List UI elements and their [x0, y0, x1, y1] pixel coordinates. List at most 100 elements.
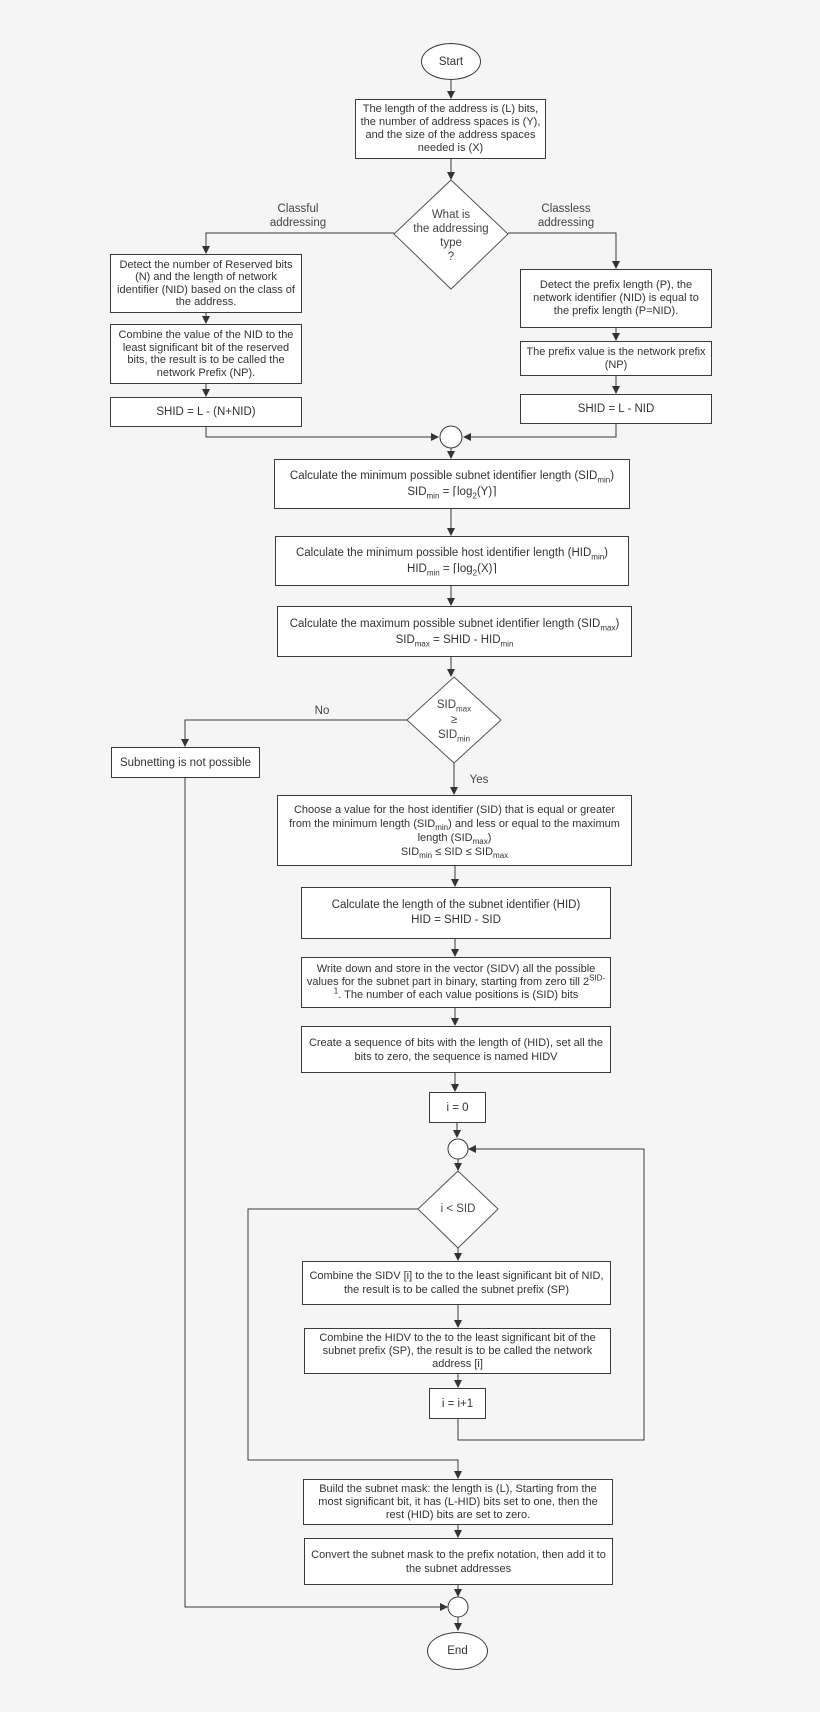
calc-hid-text: Calculate the length of the subnet ident…	[332, 898, 581, 928]
classless-prefix-box: The prefix value is the network prefix (…	[520, 341, 712, 376]
calc-sid-min-f1: SID	[407, 486, 427, 498]
calc-sid-max-text: Calculate the maximum possible subnet id…	[290, 616, 620, 648]
calc-sid-max-t1: Calculate the maximum possible subnet id…	[289, 617, 601, 630]
classless-detect-text: Detect the prefix length (P), the networ…	[533, 279, 699, 317]
calc-sid-min-text: Calculate the minimum possible subnet id…	[290, 468, 614, 500]
merge-connector-2	[447, 1596, 469, 1618]
decision-type-line2: the addressing	[413, 223, 489, 235]
calc-sid-max-sub: max	[600, 622, 616, 632]
classless-detect-box: Detect the prefix length (P), the networ…	[520, 269, 712, 328]
calc-hid-min-f1: HID	[407, 563, 427, 575]
classful-shid-box: SHID = L - (N+NID)	[110, 397, 302, 427]
edge-classless	[508, 232, 620, 269]
decision-type-shape	[393, 179, 509, 290]
not-possible-text: Subnetting is not possible	[119, 756, 252, 769]
decision-sid-a: SID	[436, 699, 457, 711]
combine-sidv-text: Combine the SIDV [i] to the to the least…	[309, 1270, 604, 1296]
edge-no	[181, 719, 407, 747]
calc-sid-min-t1: Calculate the minimum possible subnet id…	[289, 470, 598, 482]
calc-hid-min-text: Calculate the minimum possible host iden…	[296, 545, 608, 577]
increment-text: i = i+1	[441, 1397, 474, 1410]
classful-label: Classful addressing	[269, 203, 327, 229]
sidv-t2: . The number of each value positions is …	[338, 989, 579, 1001]
end-terminal: End	[427, 1632, 488, 1670]
decision-type-line3: type	[440, 237, 462, 249]
init-i-text: i = 0	[446, 1101, 469, 1114]
calc-hid-min-f2: = ⌈log	[439, 563, 473, 575]
classful-shid-text: SHID = L - (N+NID)	[156, 406, 256, 418]
init-i-box: i = 0	[429, 1092, 486, 1123]
hidv-text: Create a sequence of bits with the lengt…	[308, 1036, 604, 1063]
input-box: The length of the address is (L) bits, t…	[355, 99, 546, 159]
edge-loop-back	[457, 1145, 645, 1441]
calc-sid-min-fsub2: 2	[472, 491, 477, 501]
calc-sid-min-sub: min	[597, 475, 611, 485]
calc-sid-max-box: Calculate the maximum possible subnet id…	[277, 606, 632, 657]
calc-sid-max-t2: )	[615, 617, 620, 630]
choose-sid-fs1: min	[419, 850, 433, 860]
decision-sid-a-sub: max	[456, 704, 472, 714]
choose-sid-s2: max	[472, 836, 488, 846]
calc-hid-min-t2: )	[604, 547, 609, 559]
classless-label: Classless addressing	[537, 203, 595, 229]
calc-hid-box: Calculate the length of the subnet ident…	[301, 887, 611, 939]
start-terminal: Start	[421, 43, 481, 80]
calc-sid-min-fsub: min	[426, 491, 440, 501]
calc-sid-min-t2: )	[610, 470, 615, 482]
convert-mask-text: Convert the subnet mask to the prefix no…	[311, 1548, 606, 1575]
combine-sidv-box: Combine the SIDV [i] to the to the least…	[302, 1261, 611, 1305]
choose-sid-text: Choose a value for the host identifier (…	[282, 803, 627, 860]
combine-hidv-text: Combine the HIDV to the to the least sig…	[319, 1331, 596, 1370]
sidv-sup: SID-1	[333, 973, 606, 996]
no-label: No	[314, 705, 330, 717]
calc-hid-min-f3: (X)⌉	[477, 563, 497, 575]
choose-sid-s1: min	[435, 822, 449, 832]
choose-sid-t2: ) and less or equal to the maximum lengt…	[417, 817, 620, 844]
build-mask-text: Build the subnet mask: the length is (L)…	[318, 1482, 598, 1521]
edge-classful-merge	[205, 427, 439, 441]
classful-detect-box: Detect the number of Reserved bits (N) a…	[110, 254, 302, 313]
calc-hid-line1: Calculate the length of the subnet ident…	[331, 899, 581, 911]
hidv-box: Create a sequence of bits with the lengt…	[301, 1026, 611, 1073]
edge-loop-exit	[247, 1208, 462, 1479]
calc-hid-min-box: Calculate the minimum possible host iden…	[275, 536, 629, 586]
decision-type-line1: What is	[431, 209, 471, 221]
choose-sid-f1: SID	[400, 845, 420, 858]
choose-sid-t3: )	[487, 831, 492, 844]
calc-hid-min-fsub2: 2	[472, 568, 478, 578]
yes-label: Yes	[469, 774, 489, 786]
calc-hid-min-t1: Calculate the minimum possible host iden…	[295, 547, 592, 559]
sidv-t1: Write down and store in the vector (SIDV…	[306, 963, 596, 988]
calc-sid-max-fsub2: min	[500, 638, 514, 648]
sidv-text: Write down and store in the vector (SIDV…	[306, 963, 606, 1002]
increment-box: i = i+1	[429, 1388, 486, 1419]
start-label: Start	[438, 55, 464, 68]
choose-sid-f2: ≤ SID ≤ SID	[432, 845, 494, 858]
calc-hid-min-fsub: min	[426, 568, 440, 578]
input-text: The length of the address is (L) bits, t…	[360, 103, 541, 154]
calc-sid-max-f2: = SHID - HID	[429, 633, 501, 646]
decision-type-text: What is the addressing type ?	[401, 208, 501, 264]
classless-prefix-text: The prefix value is the network prefix (…	[526, 345, 706, 371]
end-label: End	[447, 1645, 468, 1657]
calc-hid-line2: HID = SHID - SID	[411, 914, 501, 926]
combine-hidv-box: Combine the HIDV to the to the least sig…	[304, 1328, 611, 1374]
edge-notpossible-final	[184, 778, 448, 1611]
decision-sid-text: SIDmax ≥ SIDmin	[419, 698, 489, 743]
choose-sid-fs2: max	[493, 850, 509, 860]
calc-sid-min-f2: = ⌈log	[439, 486, 473, 498]
convert-mask-box: Convert the subnet mask to the prefix no…	[304, 1538, 613, 1585]
choose-sid-t1: Choose a value for the host identifier (…	[289, 803, 615, 830]
decision-sid-op: ≥	[450, 714, 458, 726]
merge-connector-1	[439, 425, 463, 449]
not-possible-box: Subnetting is not possible	[111, 747, 260, 778]
edge-classless-merge	[463, 424, 617, 441]
edge-classful	[202, 232, 394, 254]
classless-shid-box: SHID = L - NID	[520, 394, 712, 424]
choose-sid-box: Choose a value for the host identifier (…	[277, 795, 632, 866]
classful-combine-text: Combine the value of the NID to the leas…	[118, 329, 294, 379]
calc-sid-min-box: Calculate the minimum possible subnet id…	[274, 459, 630, 509]
classful-detect-text: Detect the number of Reserved bits (N) a…	[117, 258, 295, 309]
classful-combine-box: Combine the value of the NID to the leas…	[110, 324, 302, 384]
